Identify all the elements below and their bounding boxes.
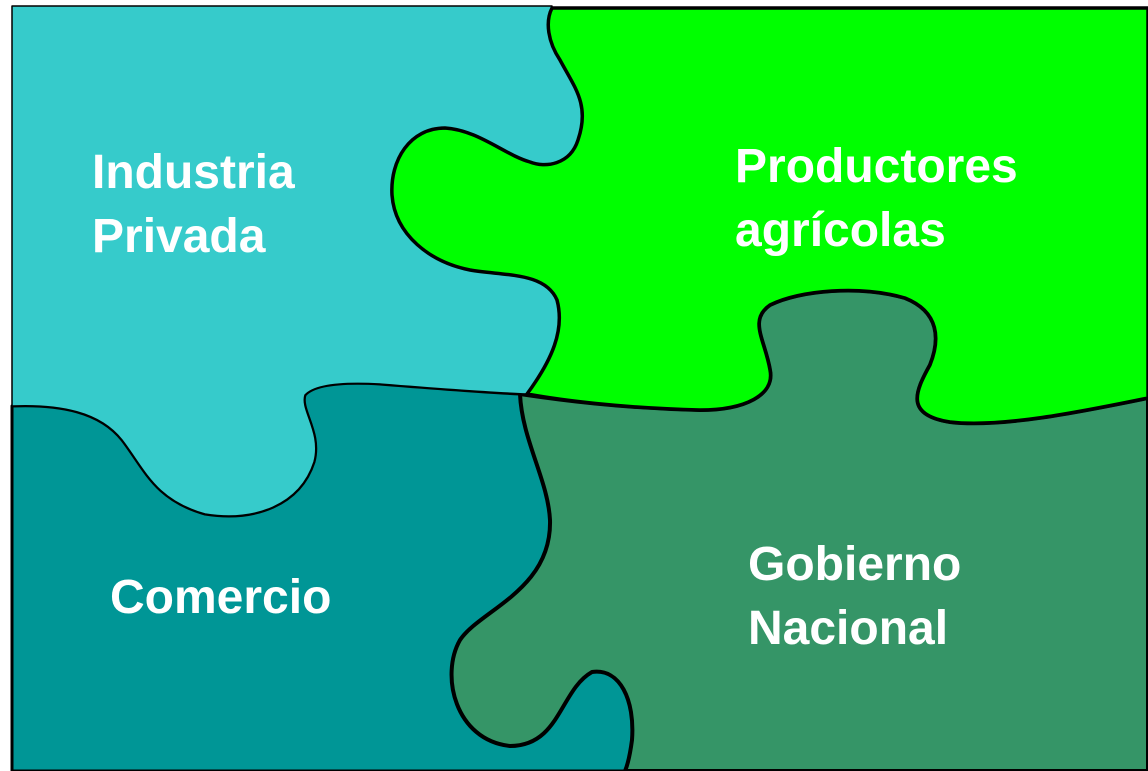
label-line: Productores bbox=[735, 140, 1018, 193]
label-line: Comercio bbox=[110, 571, 331, 624]
label-line: agrícolas bbox=[735, 204, 946, 257]
puzzle-piece-productores-agricolas bbox=[390, 6, 1148, 426]
label-productores-agricolas: Productores agrícolas bbox=[735, 140, 1031, 257]
label-comercio: Comercio bbox=[110, 571, 331, 624]
label-line: Privada bbox=[92, 210, 266, 263]
label-gobierno-nacional: Gobierno Nacional bbox=[748, 538, 975, 655]
label-line: Industria bbox=[92, 146, 295, 199]
label-line: Gobierno bbox=[748, 538, 961, 591]
label-line: Nacional bbox=[748, 602, 948, 655]
label-industria-privada: Industria Privada bbox=[92, 146, 308, 263]
